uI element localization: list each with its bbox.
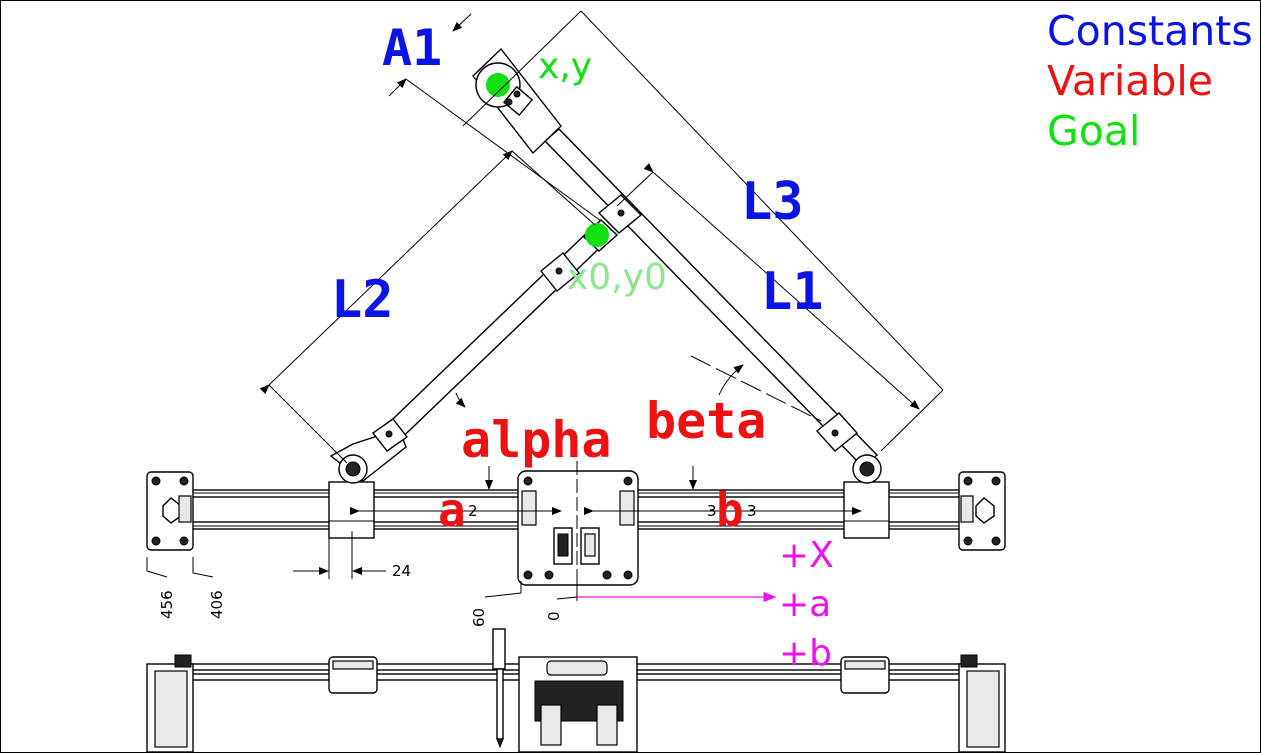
dim-3b: 3 <box>747 502 757 520</box>
dim-0: 0 <box>545 611 563 621</box>
dim-406: 406 <box>208 590 226 619</box>
left-end-bracket <box>146 471 194 551</box>
label-l2: L2 <box>331 270 394 330</box>
label-beta: beta <box>646 392 766 450</box>
label-a1: A1 <box>382 19 442 77</box>
dim-2: 2 <box>468 502 478 520</box>
legend-variable: Variable <box>1047 57 1213 105</box>
dim-24: 24 <box>392 562 411 580</box>
label-l1: L1 <box>761 262 824 322</box>
center-motor-plate <box>517 461 639 601</box>
label-l3: L3 <box>741 172 804 232</box>
label-plus-b: +b <box>779 633 832 674</box>
label-plus-a: +a <box>779 584 831 625</box>
dimension-lines <box>146 10 944 600</box>
right-carriage <box>843 481 890 539</box>
dim-3a: 3 <box>707 502 717 520</box>
label-x0y0: x0,y0 <box>567 257 667 298</box>
legend-goal: Goal <box>1047 107 1140 155</box>
label-alpha: alpha <box>461 411 612 469</box>
legend-constants: Constants <box>1047 7 1253 55</box>
dim-60: 60 <box>470 608 488 627</box>
dim-456: 456 <box>158 590 176 619</box>
side-view <box>146 628 1006 752</box>
label-plus-x: +X <box>779 535 834 576</box>
goal-point-x0y0 <box>585 223 609 247</box>
legend: Constants Variable Goal <box>1047 7 1253 155</box>
label-a: a <box>438 483 466 537</box>
label-b: b <box>716 483 744 537</box>
right-end-bracket <box>958 471 1006 551</box>
goal-point-xy <box>486 73 510 97</box>
left-carriage <box>328 481 375 539</box>
label-xy: x,y <box>538 46 592 87</box>
